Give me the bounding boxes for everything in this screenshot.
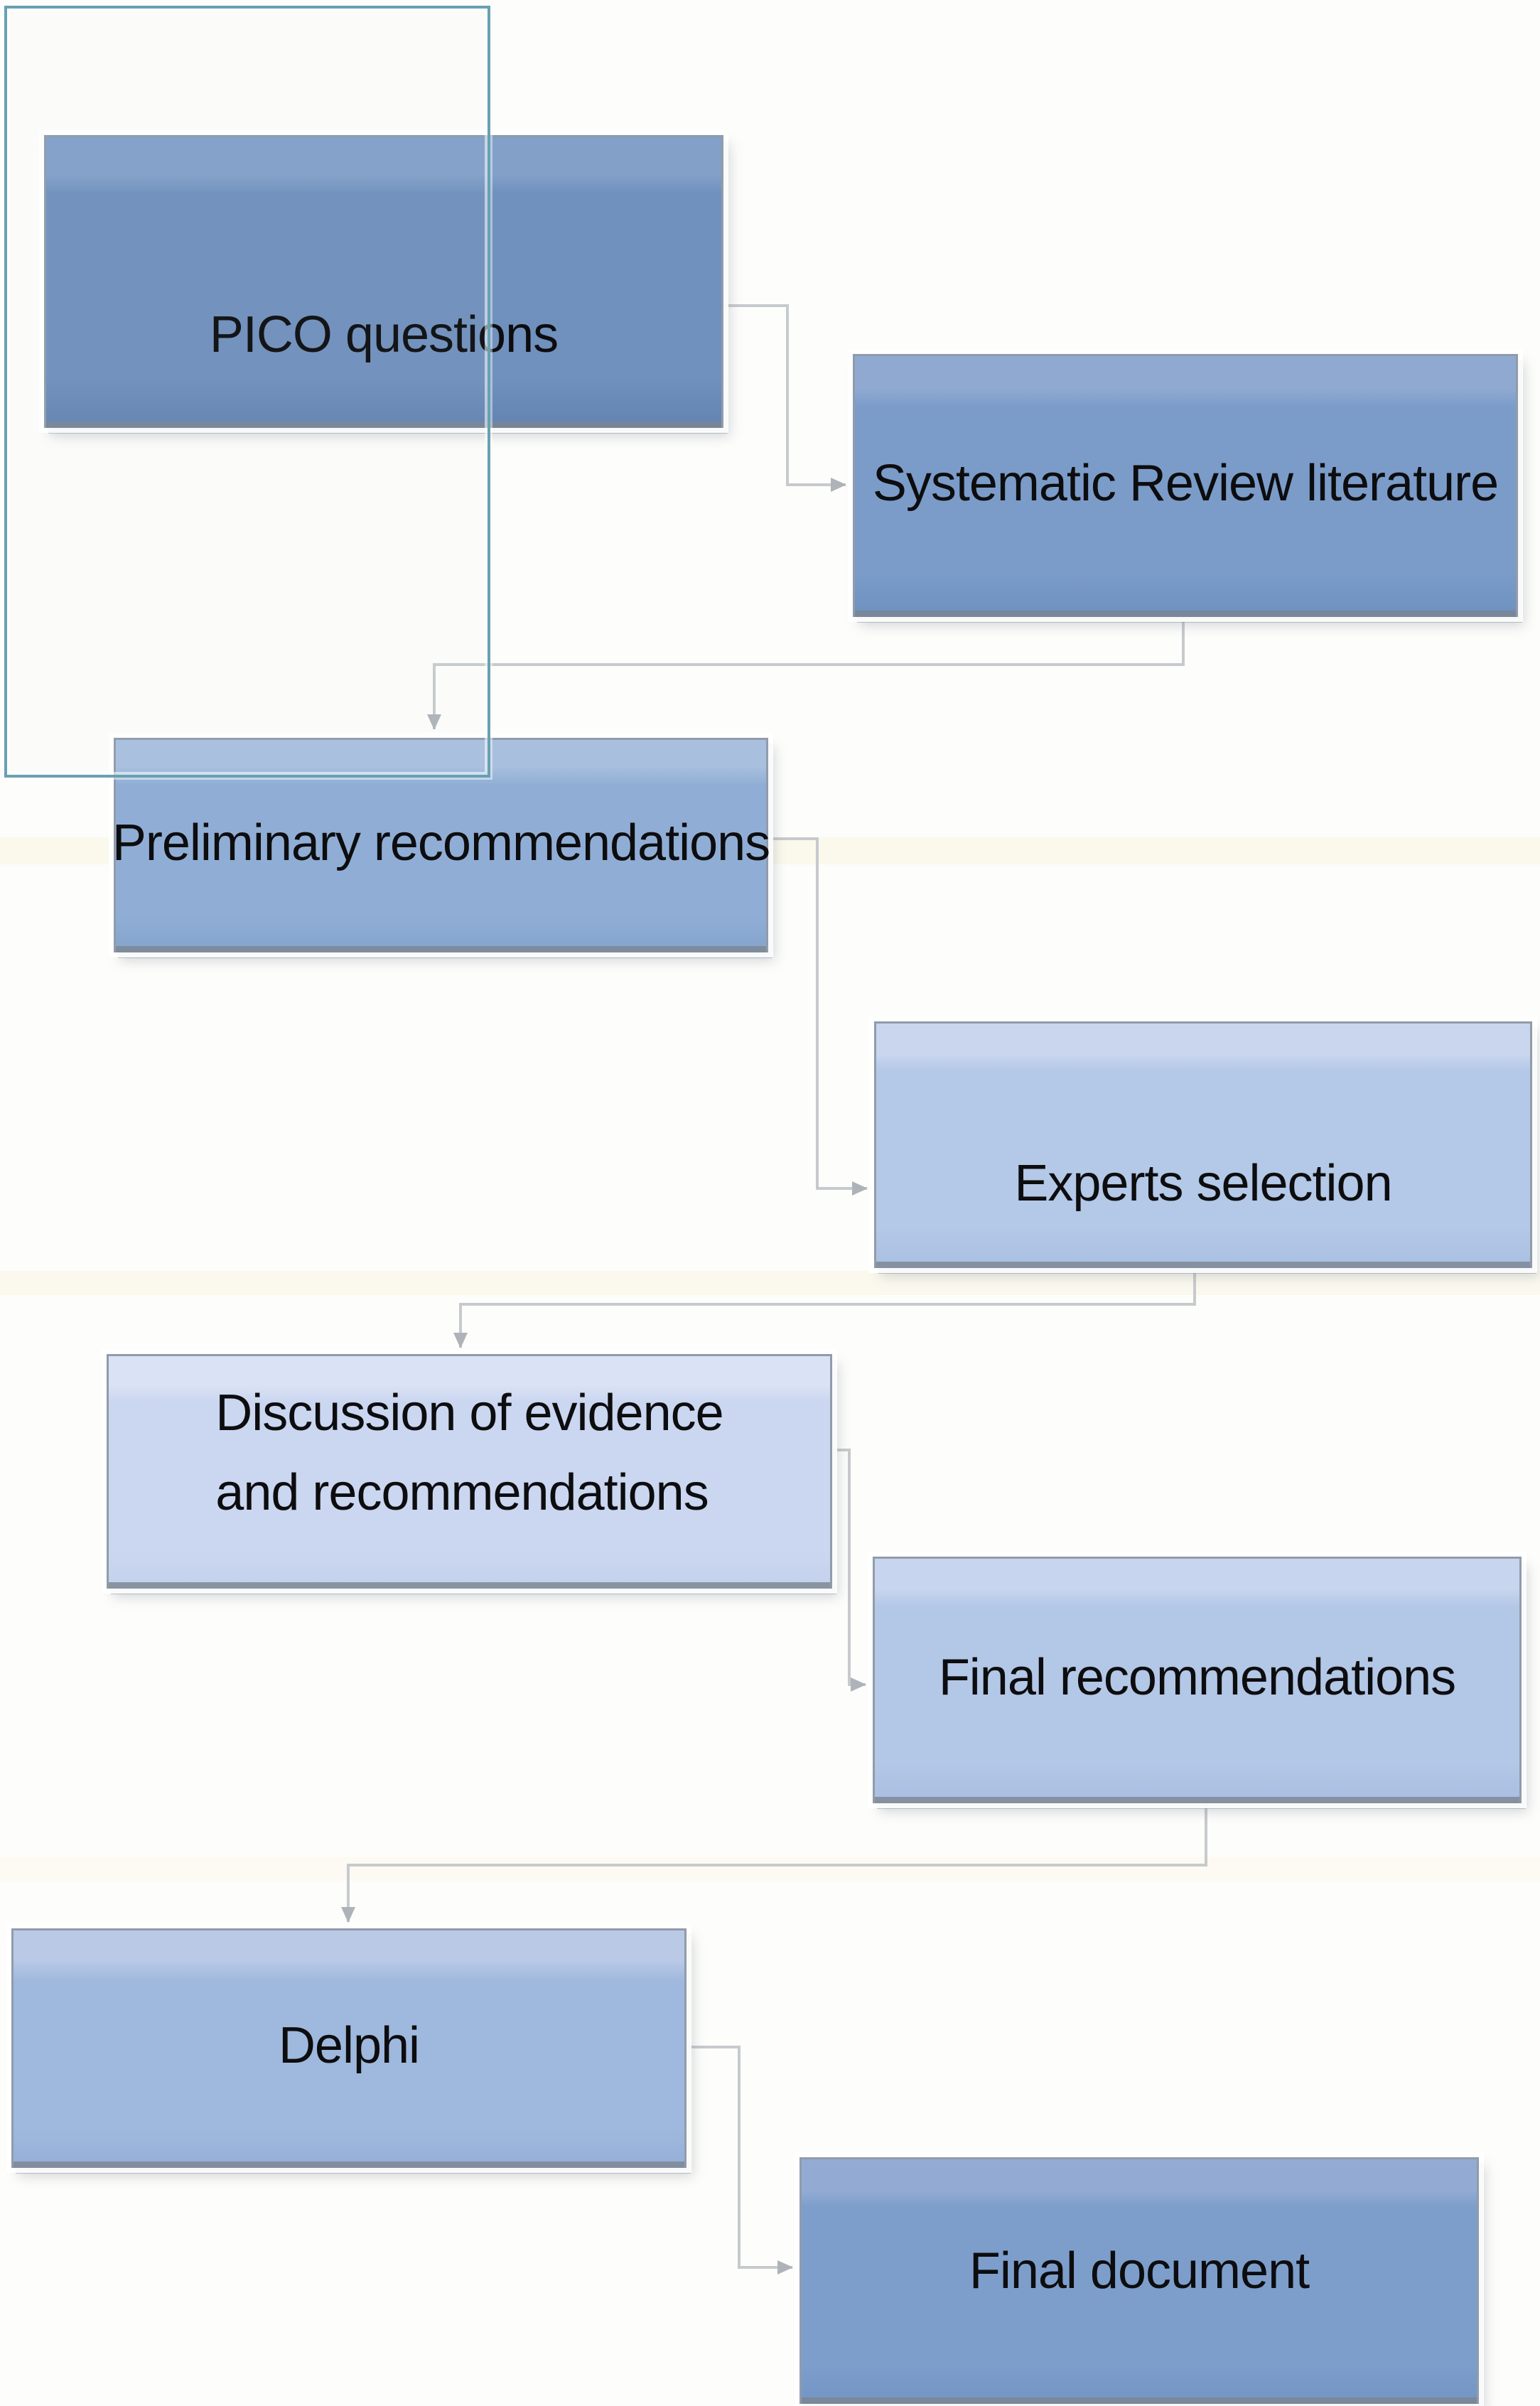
connector-delphi-to-finaldoc <box>682 2046 793 2275</box>
connector-finalrec-to-delphi <box>341 1795 1207 1923</box>
connector-preliminary-to-experts <box>764 837 868 1196</box>
node-experts-selection: Experts selection <box>874 1021 1532 1268</box>
connector-pico-to-systematic <box>721 304 846 492</box>
node-final-document-label: Final document <box>969 2243 1310 2300</box>
node-delphi: Delphi <box>11 1928 686 2168</box>
node-final-recommendations: Final recommendations <box>873 1557 1522 1803</box>
node-discussion-of-evidence: Discussion of evidence and recommendatio… <box>107 1354 832 1589</box>
connector-experts-to-discussion <box>453 1260 1196 1348</box>
connector-systematic-to-preliminary <box>427 608 1185 730</box>
connector-discussion-to-finalrec <box>828 1449 866 1692</box>
highlight-outline-rect <box>4 6 490 778</box>
node-final-document: Final document <box>799 2157 1479 2404</box>
node-discussion-of-evidence-label: Discussion of evidence and recommendatio… <box>215 1374 723 1532</box>
node-final-recommendations-label: Final recommendations <box>938 1649 1456 1707</box>
node-delphi-label: Delphi <box>278 2017 420 2075</box>
node-discussion-line-1: Discussion of evidence <box>215 1385 723 1442</box>
node-discussion-line-2: and recommendations <box>215 1464 709 1521</box>
node-experts-selection-label: Experts selection <box>1014 1155 1392 1213</box>
node-pico-questions-label: PICO questions <box>209 306 559 363</box>
node-systematic-review-label: Systematic Review literature <box>872 454 1499 512</box>
node-systematic-review-literature: Systematic Review literature <box>853 354 1518 617</box>
node-preliminary-recommendations-label: Preliminary recommendations <box>112 814 770 871</box>
node-pico-questions: PICO questions <box>44 135 723 428</box>
